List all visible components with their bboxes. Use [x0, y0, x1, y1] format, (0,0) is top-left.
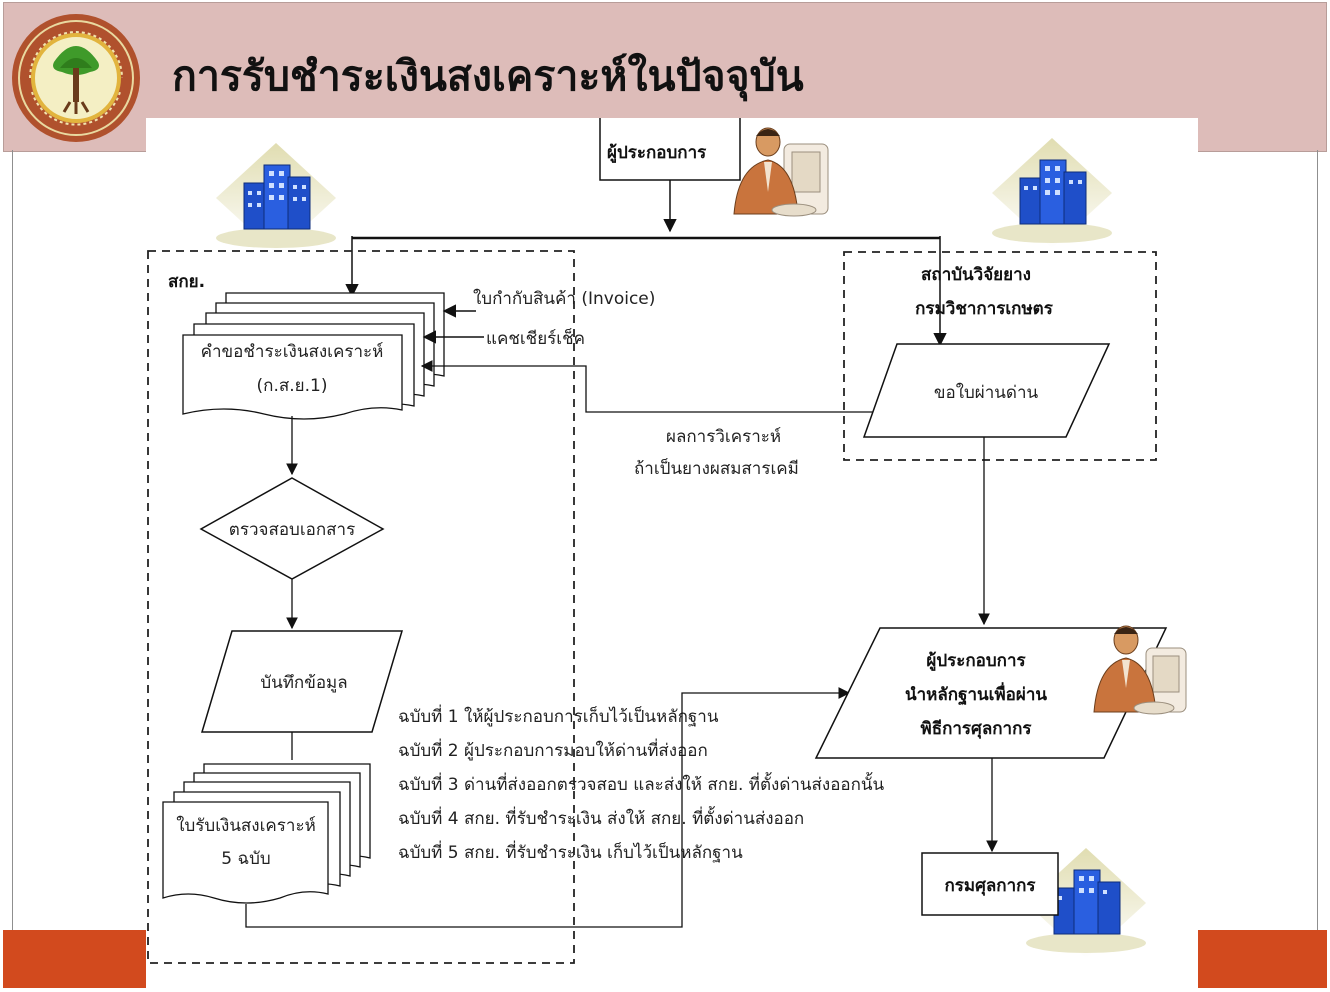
institute-container [843, 251, 1157, 461]
left-border-line [12, 150, 13, 930]
right-border-line [1317, 150, 1318, 930]
agency-container [147, 250, 575, 964]
office-building-icon [216, 143, 336, 253]
office-building-icon [992, 138, 1112, 248]
record-data-label: บันทึกข้อมูล [260, 673, 347, 693]
copy-line-2: ฉบับที่ 2 ผู้ประกอบการมอบให้ด่านที่ส่งออ… [398, 738, 708, 761]
check-documents-label: ตรวจสอบเอกสาร [229, 520, 355, 540]
operator-customs-shape [814, 627, 1168, 759]
slide-title: การรับชำระเงินสงเคราะห์ในปัจจุบัน [172, 52, 804, 100]
permit-request-label: ขอใบผ่านด่าน [934, 382, 1039, 403]
analysis-line1: ผลการวิเคราะห์ [666, 427, 781, 447]
operator-customs-line2: นำหลักฐานเพื่อผ่าน [905, 682, 1047, 706]
flowchart: ผู้ประกอบการ สกย. สถาบันวิจัยย [146, 118, 1198, 988]
copy-line-4: ฉบับที่ 4 สกย. ที่รับชำระเงิน ส่งให้ สกย… [398, 806, 804, 829]
request-form-documents [182, 292, 445, 420]
copy-line-1: ฉบับที่ 1 ให้ผู้ประกอบการเก็บไว้เป็นหลัก… [398, 704, 719, 727]
customs-dept-box [921, 852, 1059, 916]
operator-top-label: ผู้ประกอบการ [607, 143, 707, 164]
person-at-computer-icon [733, 127, 829, 217]
agency-label: สกย. [168, 272, 205, 292]
invoice-label: ใบกำกับสินค้า (Invoice) [473, 288, 655, 309]
record-data-shape [200, 630, 404, 733]
operator-customs-line3: พิธีการศุลกากร [920, 718, 1032, 739]
institute-line1: สถาบันวิจัยยาง [921, 265, 1031, 285]
office-building-icon [1026, 848, 1146, 958]
receipt-documents [162, 763, 371, 904]
rubber-tree-seal-icon [12, 14, 140, 142]
receipt-line1: ใบรับเงินสงเคราะห์ [176, 815, 316, 836]
cashier-check-label: แคชเชียร์เช็ค [486, 327, 585, 349]
request-form-line2: (ก.ส.ย.1) [257, 376, 328, 396]
analysis-line2: ถ้าเป็นยางผสมสารเคมี [634, 457, 799, 479]
flowchart-canvas: ผู้ประกอบการ สกย. สถาบันวิจัยย [147, 118, 1187, 964]
permit-request-shape [862, 343, 1111, 438]
copy-line-3: ฉบับที่ 3 ด่านที่ส่งออกตรวจสอบ และส่งให้… [398, 772, 885, 795]
operator-customs-line1: ผู้ประกอบการ [926, 651, 1026, 672]
customs-dept-label: กรมศุลกากร [944, 876, 1036, 896]
request-form-line1: คำขอชำระเงินสงเคราะห์ [201, 342, 384, 362]
copy-line-5: ฉบับที่ 5 สกย. ที่รับชำระเงิน เก็บไว้เป็… [398, 840, 743, 863]
institute-line2: กรมวิชาการเกษตร [915, 299, 1054, 319]
person-at-computer-icon [1093, 625, 1187, 715]
receipt-line2: 5 ฉบับ [221, 849, 270, 869]
